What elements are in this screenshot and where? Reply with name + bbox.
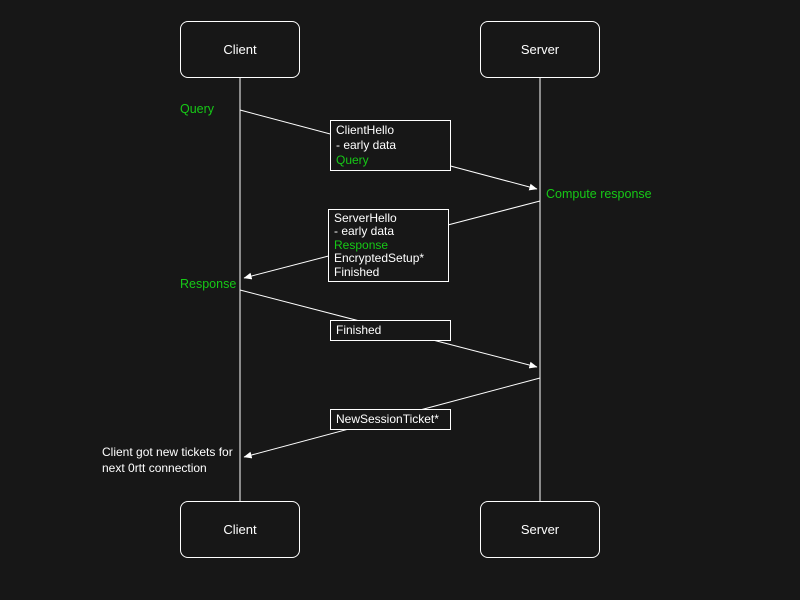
message-line: Finished [334, 264, 380, 279]
note-new-tickets: Client got new tickets for next 0rtt con… [102, 444, 233, 476]
message-line: ServerHello [334, 211, 397, 225]
message-line: Query [336, 153, 369, 167]
annotation-compute-response: Compute response [546, 187, 652, 201]
message-box-finished: Finished [330, 320, 451, 341]
message-box-newsessionticket: NewSessionTicket* [330, 409, 451, 430]
actor-server-top: Server [480, 21, 600, 78]
note-line: next 0rtt connection [102, 461, 207, 475]
message-line: Response [334, 237, 389, 252]
actor-label: Server [520, 522, 560, 537]
actor-client-top: Client [180, 21, 300, 78]
message-box-clienthello: ClientHello - early data Query [330, 120, 451, 171]
actor-server-bottom: Server [480, 501, 600, 558]
message-line: Finished [336, 323, 382, 337]
message-line: - early data [336, 138, 397, 152]
message-line: EncryptedSetup* [334, 251, 425, 266]
actor-label: Client [223, 42, 257, 57]
annotation-query: Query [180, 102, 215, 116]
actor-label: Client [223, 522, 257, 537]
note-line: Client got new tickets for [102, 445, 233, 459]
actor-label: Server [520, 42, 560, 57]
message-line: ClientHello [336, 123, 395, 137]
message-box-serverhello: ServerHello - early data Response Encryp… [328, 209, 449, 283]
message-line: - early data [334, 224, 395, 239]
annotation-response: Response [180, 277, 237, 291]
actor-client-bottom: Client [180, 501, 300, 558]
message-line: NewSessionTicket* [336, 412, 439, 426]
